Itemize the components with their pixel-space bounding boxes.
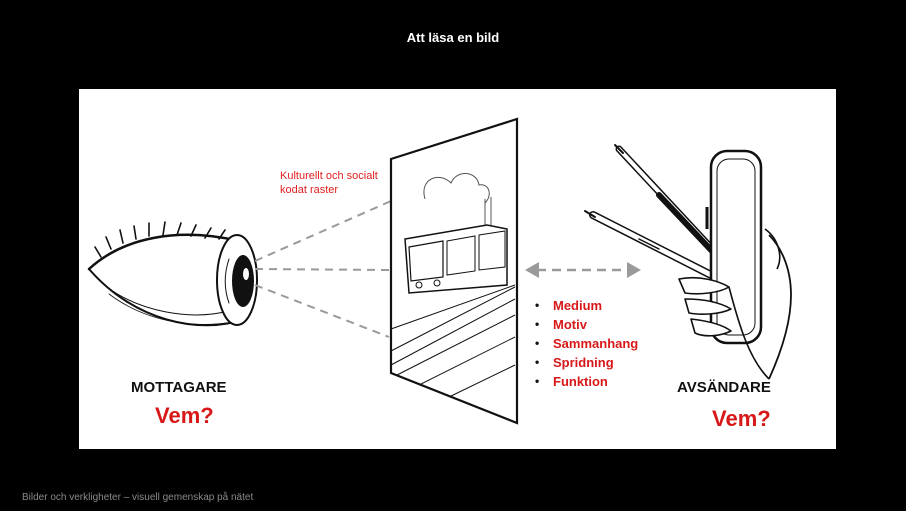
train-picture-icon [391, 119, 517, 423]
aspect-spridning: Spridning [553, 355, 614, 370]
sender-label: AVSÄNDARE [677, 379, 771, 396]
aspect-sammanhang: Sammanhang [553, 336, 638, 351]
double-arrow-icon [525, 262, 641, 278]
list-item: •Medium [535, 296, 638, 315]
slide-title: Att läsa en bild [0, 30, 906, 45]
aspects-list: •Medium •Motiv •Sammanhang •Spridning •F… [535, 296, 638, 391]
aspect-medium: Medium [553, 298, 602, 313]
receiver-question: Vem? [155, 403, 214, 429]
slide-footer: Bilder och verkligheter – visuell gemens… [22, 492, 253, 503]
diagram-panel: Kulturellt och socialt kodat raster MOTT… [79, 89, 836, 449]
sight-lines [255, 201, 391, 337]
list-item: •Motiv [535, 315, 638, 334]
aspect-funktion: Funktion [553, 374, 608, 389]
receiver-label: MOTTAGARE [131, 379, 227, 396]
eye-icon [89, 222, 257, 325]
aspect-motiv: Motiv [553, 317, 587, 332]
sender-question: Vem? [712, 406, 771, 432]
coding-raster-caption: Kulturellt och socialt kodat raster [280, 169, 400, 197]
list-item: •Sammanhang [535, 334, 638, 353]
list-item: •Spridning [535, 353, 638, 372]
list-item: •Funktion [535, 372, 638, 391]
